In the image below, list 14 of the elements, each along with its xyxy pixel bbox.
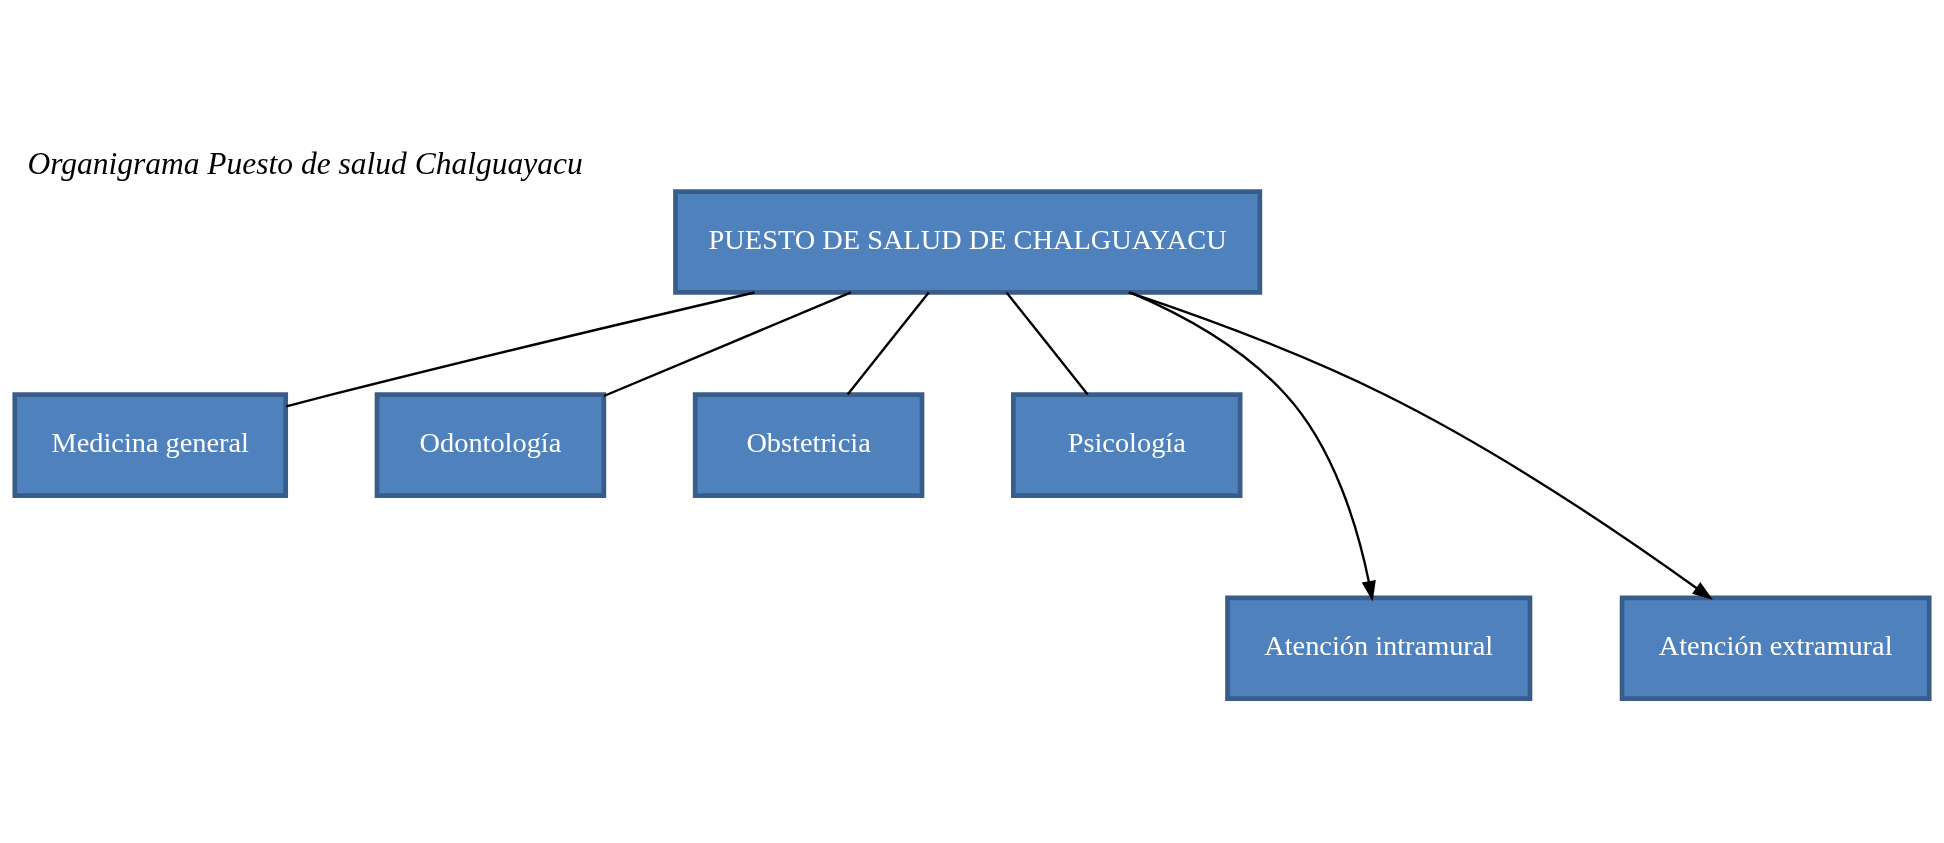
node-box: Odontología [374, 392, 607, 498]
node-box: Atención intramural [1225, 595, 1533, 702]
connector [285, 291, 755, 408]
diagram-title: Organigrama Puesto de salud Chalguayacu [27, 146, 583, 182]
arrow [1129, 291, 1376, 602]
node-box: Psicología [1011, 392, 1243, 498]
node-box: Atención extramural [1619, 595, 1932, 702]
connector [1005, 291, 1089, 396]
node-box: PUESTO DE SALUD DE CHALGUAYACU [673, 189, 1263, 295]
connector [603, 291, 852, 398]
arrow [1128, 291, 1713, 600]
node-box: Medicina general [12, 392, 289, 498]
connector [846, 291, 930, 396]
node-box: Obstetricia [692, 392, 925, 498]
